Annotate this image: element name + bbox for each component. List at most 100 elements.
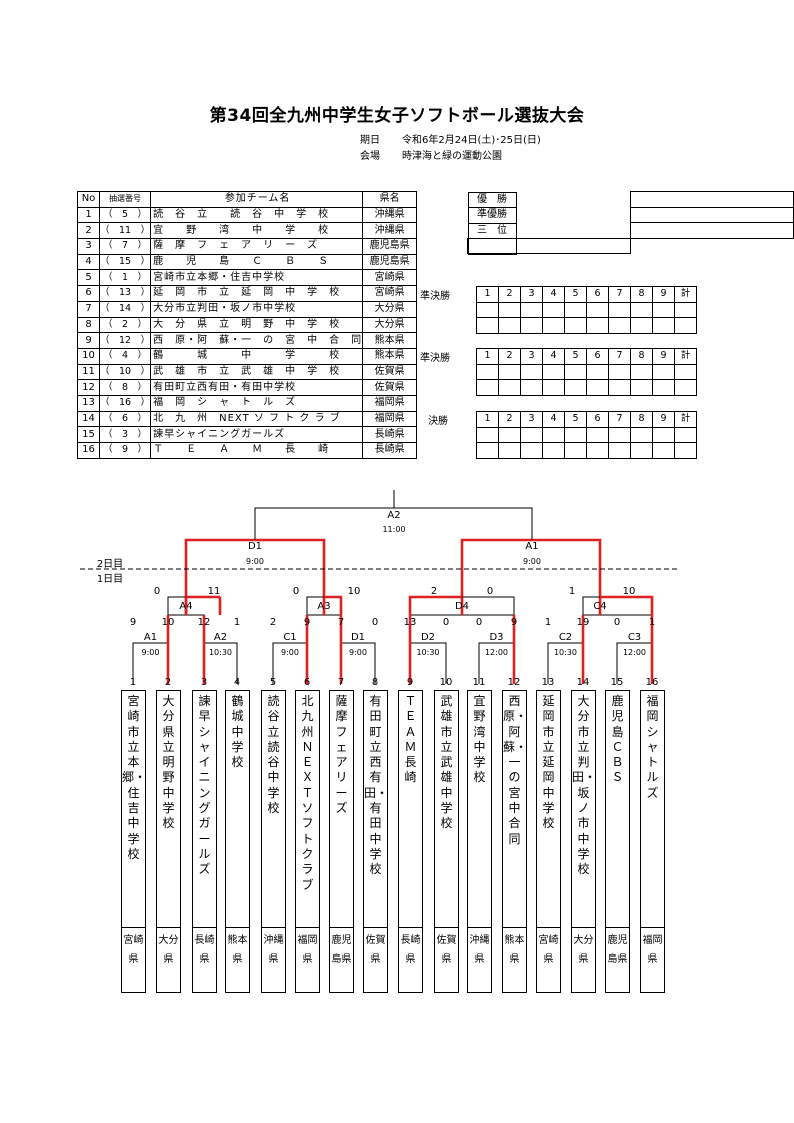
- r1-right-score: 0: [371, 617, 379, 628]
- team-slot-number: 12: [507, 677, 521, 688]
- table-row: 7（ 14 ）大分市立判田・坂ノ市中学校大分県: [77, 300, 418, 318]
- team-box-divider: [296, 927, 319, 928]
- r1-left-score: 9: [129, 617, 137, 628]
- quarter-match-id: A3: [317, 601, 331, 612]
- results-table: 優 勝 準優勝 三 位: [467, 191, 794, 255]
- r1-match-time: 9:00: [349, 648, 367, 657]
- table-row: 1（ 5 ）読 谷 立 読 谷 中 学 校沖縄県: [77, 206, 418, 224]
- venue-value: 時津海と緑の運動公園: [402, 151, 502, 162]
- team-slot-number: 16: [645, 677, 659, 688]
- team-box-name: 有田町立西有田・有田中学校: [364, 694, 389, 877]
- r1-match-id: D2: [420, 632, 436, 643]
- team-box-name: ＴＥＡＭ長崎: [404, 694, 417, 785]
- quarter-match-id: D4: [454, 601, 470, 612]
- team-slot-number: 13: [541, 677, 555, 688]
- quarter-match-id: A4: [179, 601, 193, 612]
- quarter-right-score: 0: [486, 586, 494, 597]
- r1-right-score: 9: [303, 617, 311, 628]
- team-cell-pref: 長崎県: [362, 426, 418, 443]
- winner-line: [600, 595, 654, 615]
- team-cell-pref: 長崎県: [362, 442, 418, 459]
- team-box-divider: [226, 927, 249, 928]
- r1-right-score: 0: [442, 617, 450, 628]
- quarter-right-score: 10: [622, 586, 636, 597]
- venue-line: 会場時津海と緑の運動公園: [360, 147, 502, 162]
- team-box-pref: 大分県: [573, 935, 594, 965]
- team-box: 大分市立判田・坂ノ市中学校大分県: [571, 690, 596, 993]
- scoreboard-label: 決勝: [428, 416, 448, 427]
- final-match-time: 11:00: [382, 525, 406, 534]
- team-slot-number: 9: [406, 677, 414, 688]
- r1-match-id: C3: [627, 632, 642, 643]
- team-box: 鹿児島ＣＢＳ 鹿児島県: [605, 690, 630, 993]
- team-box-pref: 熊本県: [504, 935, 525, 965]
- date-label: 期日: [360, 135, 380, 146]
- semi-match-time: 9:00: [523, 557, 541, 566]
- r1-left-score: 1: [544, 617, 552, 628]
- team-box-pref: 福岡県: [642, 935, 663, 965]
- team-box-pref: 鹿児島県: [331, 935, 352, 965]
- r1-right-score: 10: [161, 617, 175, 628]
- team-box-name: 北九州ＮＥＸＴソフトクラブ: [301, 694, 314, 892]
- team-box-pref: 宮崎県: [538, 935, 559, 965]
- team-box-divider: [157, 927, 180, 928]
- team-slot-number: 4: [233, 677, 241, 688]
- team-slot-number: 2: [164, 677, 172, 688]
- team-box-pref: 福岡県: [297, 935, 318, 965]
- team-box-name: 大分県立明野中学校: [162, 694, 175, 831]
- semi-match-id: A1: [525, 541, 539, 552]
- final-match-id: A2: [387, 510, 401, 521]
- team-box-name: 鹿児島ＣＢＳ: [611, 694, 624, 785]
- team-box-divider: [399, 927, 422, 928]
- table-row: 15（ 3 ）諫早シャイニングガールズ長崎県: [77, 426, 418, 443]
- team-box-divider: [537, 927, 560, 928]
- table-row: 12（ 8 ）有田町立西有田・有田中学校佐賀県: [77, 379, 418, 396]
- table-row: 6（ 13 ）延 岡 市 立 延 岡 中 学 校宮崎県: [77, 285, 418, 302]
- quarter-left-score: 1: [568, 586, 576, 597]
- r1-left-score: 13: [403, 617, 417, 628]
- page-title: 第34回全九州中学生女子ソフトボール選抜大会: [209, 106, 585, 126]
- r1-right-score: 19: [576, 617, 590, 628]
- r1-match-id: C2: [558, 632, 573, 643]
- team-box-divider: [330, 927, 353, 928]
- team-slot-number: 5: [269, 677, 277, 688]
- team-box-divider: [122, 927, 145, 928]
- team-box-divider: [606, 927, 629, 928]
- quarter-right-score: 11: [207, 586, 221, 597]
- team-box: 大分県立明野中学校大分県: [156, 690, 181, 993]
- team-box: 諫早シャイニングガールズ長崎県: [192, 690, 217, 993]
- team-slot-number: 7: [337, 677, 345, 688]
- team-box-divider: [262, 927, 285, 928]
- table-row: 8（ 2 ）大 分 県 立 明 野 中 学 校大分県: [77, 316, 418, 334]
- third-label: 三 位: [467, 222, 517, 255]
- team-box: 宜野湾中学校沖縄県: [467, 690, 492, 993]
- r1-match-time: 10:30: [416, 648, 440, 657]
- team-box-pref: 佐賀県: [436, 935, 457, 965]
- team-box: 西原・阿蘇・一の宮中合同熊本県: [502, 690, 527, 993]
- team-box-divider: [641, 927, 664, 928]
- team-cell-lot: （ 7 ）: [98, 238, 152, 255]
- semi-match-time: 9:00: [246, 557, 264, 566]
- team-box-name: 延岡市立延岡中学校: [542, 694, 555, 831]
- team-box-name: 鶴城中学校: [231, 694, 244, 770]
- date-value: 令和6年2月24日(土)･25日(日): [402, 135, 541, 146]
- team-box: ＴＥＡＭ長崎長崎県: [398, 690, 423, 993]
- team-box-pref: 鹿児島県: [607, 935, 628, 965]
- team-box-pref: 熊本県: [227, 935, 248, 965]
- team-box-divider: [572, 927, 595, 928]
- r1-match-id: A1: [143, 632, 158, 643]
- team-box-pref: 沖縄県: [263, 935, 284, 965]
- quarter-match-id: C4: [593, 601, 607, 612]
- team-box: 延岡市立延岡中学校宮崎県: [536, 690, 561, 993]
- score-cell: [674, 379, 697, 396]
- team-box-name: 福岡シャトルズ: [646, 694, 659, 800]
- r1-left-score: 2: [269, 617, 277, 628]
- table-row: 16（ 9 ）Ｔ Ｅ Ａ Ｍ 長 崎長崎県: [77, 442, 418, 459]
- r1-match-time: 9:00: [141, 648, 160, 657]
- team-box-name: 西原・阿蘇・一の宮中合同: [503, 694, 528, 846]
- team-slot-number: 14: [576, 677, 590, 688]
